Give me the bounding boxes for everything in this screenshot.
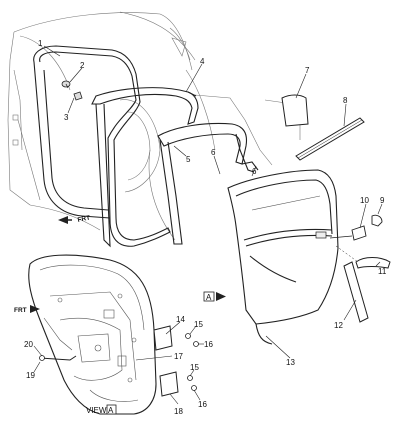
callout-4: 4 xyxy=(200,57,205,66)
outside-door-handle xyxy=(329,214,391,269)
front-direction-arrow-1: FRT xyxy=(58,214,91,224)
callout-3: 3 xyxy=(64,113,69,122)
callout-18: 18 xyxy=(174,407,183,416)
lower-door-hinge xyxy=(159,371,197,397)
callout-19: 19 xyxy=(26,371,35,380)
door-window-channel-outer xyxy=(91,87,199,125)
callout-11: 11 xyxy=(378,267,387,276)
callout-7: 7 xyxy=(305,66,310,75)
callout-13: 13 xyxy=(286,358,295,367)
front-label-2: FRT xyxy=(14,307,27,314)
leader-lines xyxy=(33,45,383,405)
callout-12: 12 xyxy=(334,321,343,330)
view-caption-text: VIEW xyxy=(86,406,107,415)
clip-fastener-lower xyxy=(73,91,83,101)
view-marker-letter: A xyxy=(206,293,212,302)
clip-fastener-upper xyxy=(61,80,71,89)
callout-15b: 15 xyxy=(190,363,199,372)
door-check-link xyxy=(39,355,77,361)
rear-door-stationary-glass xyxy=(281,94,309,127)
callout-14: 14 xyxy=(176,315,185,324)
callout-1: 1 xyxy=(38,39,43,48)
callout-20: 20 xyxy=(24,340,33,349)
rear-door-outer-panel xyxy=(227,169,339,345)
rear-door-inner-panel xyxy=(28,254,157,415)
door-window-channel-inner xyxy=(157,123,248,165)
view-caption: VIEW A xyxy=(86,404,117,415)
rear-door-applique xyxy=(343,261,369,323)
callout-15a: 15 xyxy=(194,320,203,329)
callout-6a: 6 xyxy=(211,148,216,157)
view-marker-a: A xyxy=(203,291,226,302)
callout-2: 2 xyxy=(80,61,85,70)
callout-numbers: 1 2 3 4 5 6 6 7 8 9 10 11 12 13 14 15 15… xyxy=(24,39,387,416)
callout-16b: 16 xyxy=(198,400,207,409)
callout-5: 5 xyxy=(186,155,191,164)
upper-door-hinge xyxy=(153,325,199,351)
view-caption-letter: A xyxy=(108,406,114,415)
callout-10: 10 xyxy=(360,196,369,205)
callout-9: 9 xyxy=(380,196,385,205)
callout-17: 17 xyxy=(174,352,183,361)
front-label-1: FRT xyxy=(77,214,91,223)
callout-16a: 16 xyxy=(204,340,213,349)
callout-6b: 6 xyxy=(252,167,257,176)
door-opening-weatherstrip xyxy=(33,45,171,247)
front-direction-arrow-2: FRT xyxy=(14,305,40,314)
callout-8: 8 xyxy=(343,96,348,105)
